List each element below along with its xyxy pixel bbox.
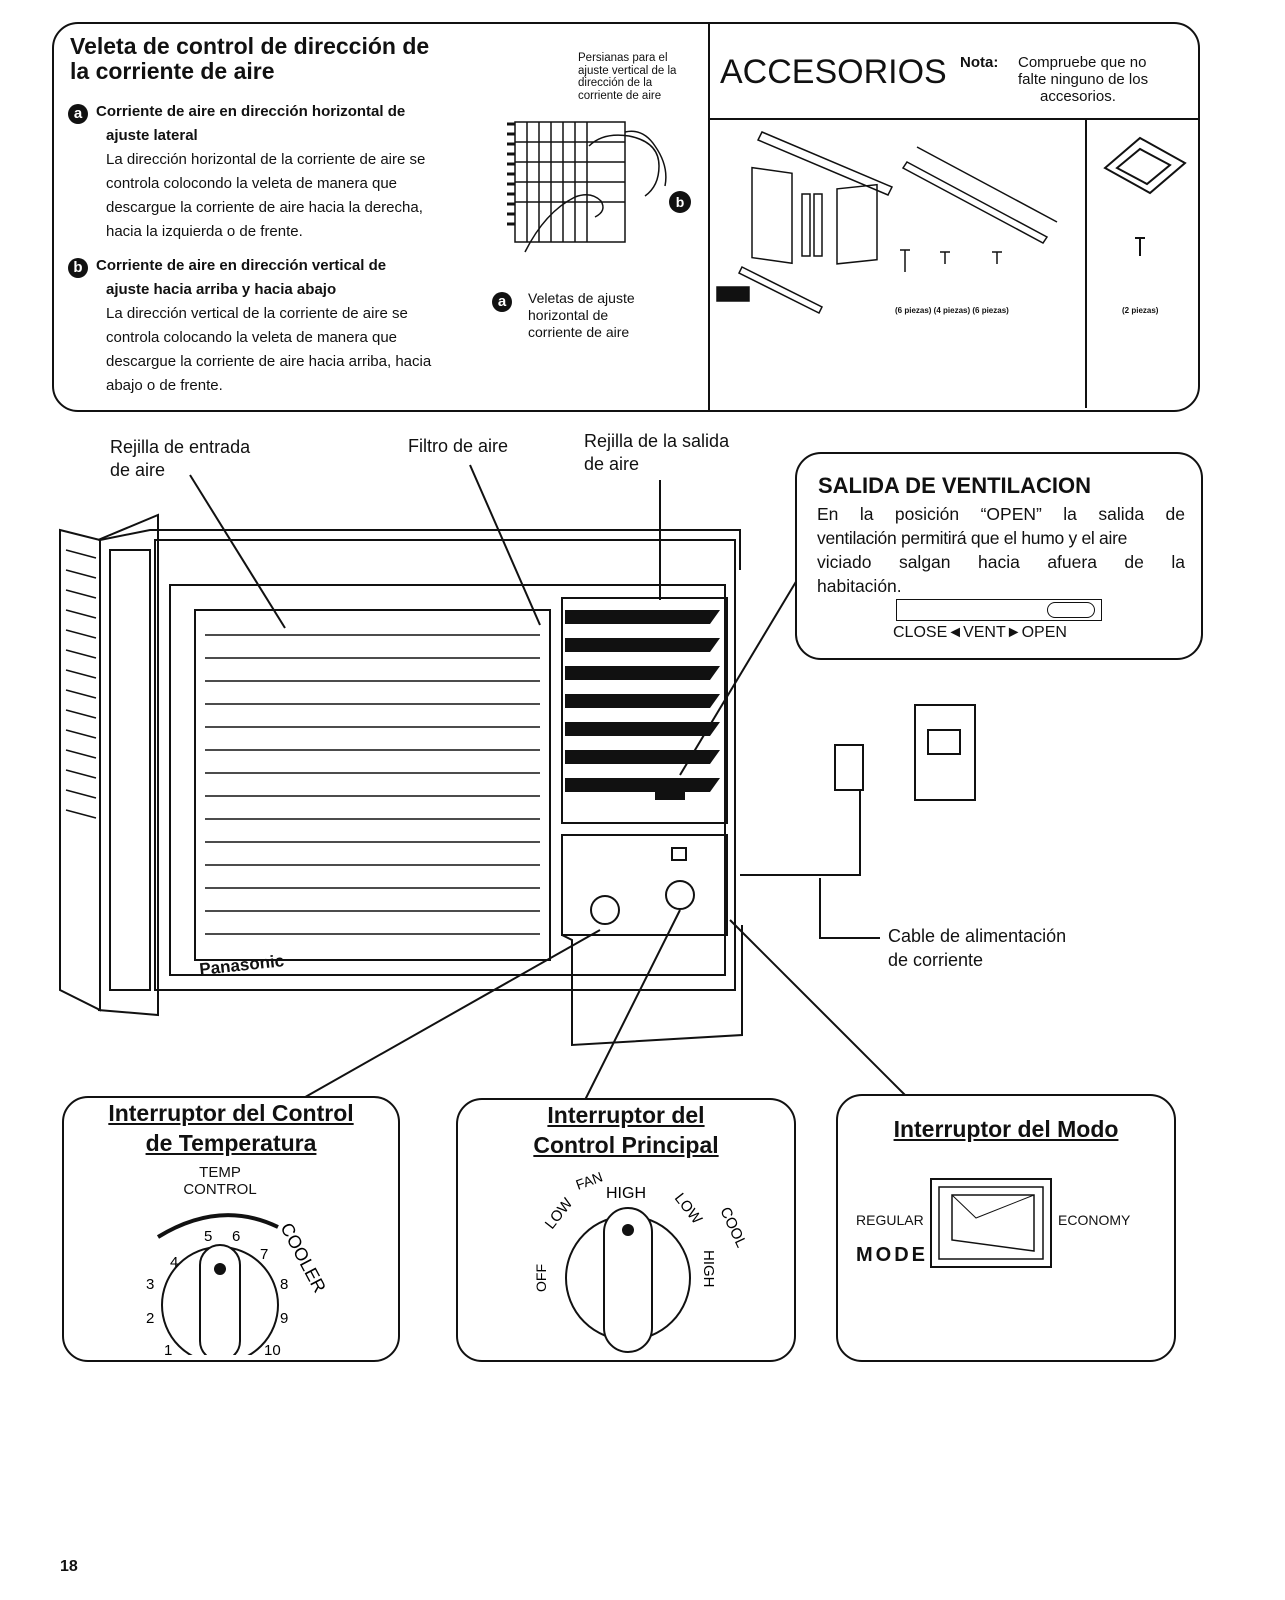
vent-slider-knob[interactable] [1047,602,1095,618]
main-high2-label: HIGH [700,1250,717,1288]
veleta-title: Veleta de control de dirección de la cor… [70,33,430,84]
nota-label: Nota: [960,54,999,71]
temp-num-6: 6 [232,1228,240,1245]
temp-num-4: 4 [170,1254,178,1271]
filtro-label: Filtro de aire [408,436,509,456]
cable-label: Cable de alimentación de corriente [888,926,1067,970]
vane-illustration: b [507,121,691,253]
accesorios-title: ACCESORIOS [720,53,947,91]
main-low2-label: LOW [671,1190,706,1228]
temp-num-9: 9 [280,1310,288,1327]
temp-num-1: 1 [164,1342,172,1355]
veleta-a-body: La dirección horizontal de la corriente … [106,151,426,240]
temp-num-7: 7 [260,1246,268,1263]
rejilla-salida-label: Rejilla de la salida de aire [584,431,730,474]
veletas-label-lines: horizontal de corriente de aire [528,307,630,340]
temp-num-3: 3 [146,1276,154,1293]
temp-num-5: 5 [204,1228,212,1245]
main-control-dial[interactable]: FAN HIGH LOW LOW COOL HIGH OFF [506,1168,756,1358]
nota-text: Compruebe que no falte ninguno de los ac… [1018,54,1149,105]
top-divider [708,22,710,410]
temp-num-8: 8 [280,1276,288,1293]
rejilla-entrada-label: Rejilla de entrada de aire [110,437,251,480]
main-control-title: Interruptor del Control Principal [533,1102,719,1158]
vent-slider-label: CLOSE◄VENT►OPEN [893,624,1067,641]
main-cool-label: COOL [716,1205,749,1251]
mode-title: Interruptor del Modo [893,1116,1119,1142]
veleta-b-body: La dirección vertical de la corriente de… [106,305,432,394]
accessories-column-rule [1085,118,1087,408]
marker-b: b [68,258,88,278]
mode-label: MODE [856,1244,928,1266]
accessories-header-rule [708,118,1198,120]
mode-switch[interactable] [930,1178,1054,1270]
ventilacion-body: En la posición “OPEN” la salida de venti… [817,504,1185,596]
accessory-bracket-illustration [1103,136,1187,256]
veletas-label: a Veletas de ajuste [492,290,635,312]
temp-num-10: 10 [264,1342,281,1355]
ventilacion-title: SALIDA DE VENTILACION [818,473,1091,498]
svg-text:b: b [676,194,685,210]
persianas-label: Persianas para el ajuste vertical de la … [578,52,677,102]
main-fan-label: FAN [574,1168,605,1192]
mode-economy-label: ECONOMY [1058,1212,1131,1228]
ventilacion-box [795,452,1203,660]
accessories-illustration [716,131,1058,315]
page-number: 18 [60,1558,78,1575]
main-off-label: OFF [533,1264,549,1292]
temp-control-dial[interactable]: 4 5 6 7 8 3 2 9 1 10 COOLER [130,1205,350,1355]
marker-a: a [68,104,88,124]
main-high1-label: HIGH [606,1185,646,1202]
main-low1-label: LOW [542,1194,577,1232]
temp-control-title: Interruptor del Control de Temperatura [108,1100,354,1156]
temp-dial-label: TEMP CONTROL [183,1164,257,1198]
pieces-main: (6 piezas) (4 piezas) (6 piezas) [895,306,1009,315]
vent-slider[interactable] [896,599,1102,621]
air-conditioner-illustration: Panasonic [59,464,976,1101]
pieces-side: (2 piezas) [1122,306,1159,315]
mode-regular-label: REGULAR [856,1212,924,1228]
temp-num-2: 2 [146,1310,154,1327]
